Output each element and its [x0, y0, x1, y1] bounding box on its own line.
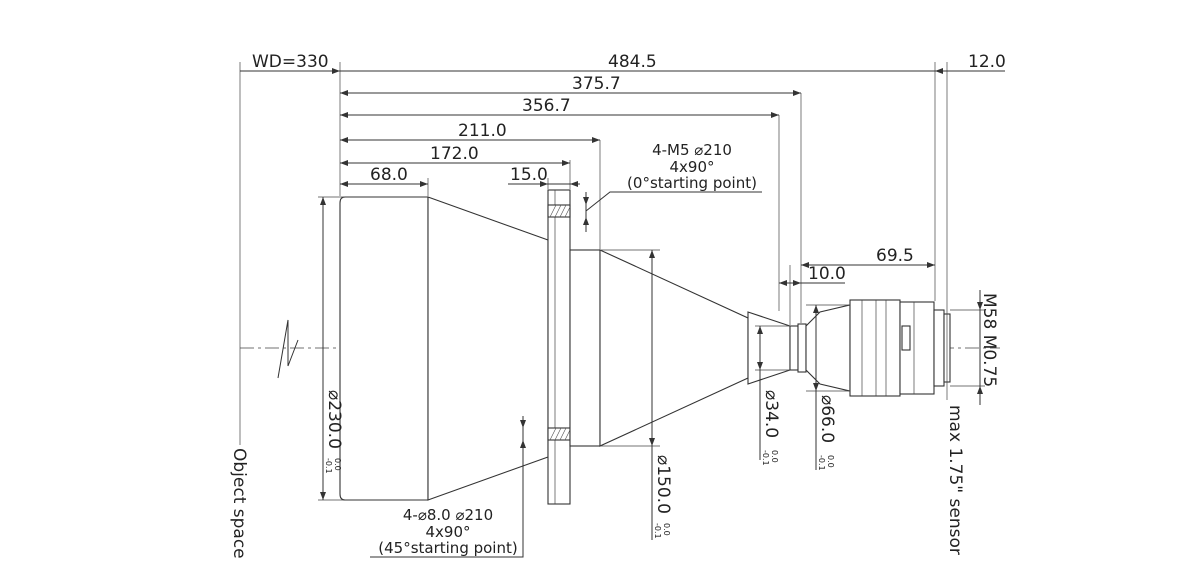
svg-text:0.0: 0.0	[662, 523, 671, 536]
dim-working-distance: WD=330	[252, 52, 329, 72]
svg-text:-0.1: -0.1	[653, 523, 662, 539]
dim-flange-cone-diameter: ⌀150.0 0.0 -0.1	[653, 455, 673, 539]
lens-body	[339, 189, 951, 505]
svg-text:4-⌀8.0 ⌀210: 4-⌀8.0 ⌀210	[403, 506, 493, 524]
axis-break-symbol	[277, 319, 299, 379]
tap-hole-leader	[585, 191, 762, 212]
dim-length-211: 211.0	[458, 121, 507, 141]
dim-front-diameter: ⌀230.0 0.0 -0.1	[324, 390, 344, 474]
svg-text:(0°starting point): (0°starting point)	[627, 174, 757, 192]
svg-text:⌀34.0: ⌀34.0	[761, 390, 781, 438]
svg-text:0.0: 0.0	[333, 458, 342, 471]
svg-text:-0.1: -0.1	[817, 455, 826, 471]
svg-text:4x90°: 4x90°	[425, 523, 470, 541]
extension-lines	[318, 62, 985, 501]
object-space-label: Object space	[229, 448, 249, 559]
svg-text:(45°starting point): (45°starting point)	[378, 539, 517, 557]
dim-length-172: 172.0	[430, 144, 479, 164]
svg-text:4x90°: 4x90°	[669, 158, 714, 176]
through-hole-note: 4-⌀8.0 ⌀210 4x90° (45°starting point)	[378, 506, 517, 557]
thread-spec: M58 M0.75	[979, 293, 999, 387]
tap-hole-note: 4-M5 ⌀210 4x90° (0°starting point)	[627, 141, 757, 192]
svg-text:4-M5 ⌀210: 4-M5 ⌀210	[652, 141, 732, 159]
dim-length-356: 356.7	[522, 96, 571, 116]
through-hole-leader	[370, 434, 524, 558]
svg-text:⌀230.0: ⌀230.0	[324, 390, 344, 449]
dim-length-375: 375.7	[572, 74, 621, 94]
svg-text:⌀150.0: ⌀150.0	[653, 455, 673, 514]
sensor-label: max 1.75" sensor	[945, 405, 965, 555]
dim-rear-diameter: ⌀66.0 0.0 -0.1	[817, 395, 837, 471]
dim-small-step: 10.0	[808, 264, 846, 284]
svg-text:0.0: 0.0	[770, 450, 779, 463]
dim-neck-diameter: ⌀34.0 0.0 -0.1	[761, 390, 781, 466]
dim-rear-length: 69.5	[876, 246, 914, 266]
dim-total-length: 484.5	[608, 52, 657, 72]
dim-flange-thickness: 15.0	[510, 165, 548, 185]
svg-text:-0.1: -0.1	[761, 450, 770, 466]
dim-sensor-offset: 12.0	[968, 52, 1006, 72]
horizontal-dimension-lines	[240, 68, 1005, 286]
svg-text:-0.1: -0.1	[324, 458, 333, 474]
dim-length-68: 68.0	[370, 165, 408, 185]
svg-text:0.0: 0.0	[826, 455, 835, 468]
svg-text:⌀66.0: ⌀66.0	[817, 395, 837, 443]
